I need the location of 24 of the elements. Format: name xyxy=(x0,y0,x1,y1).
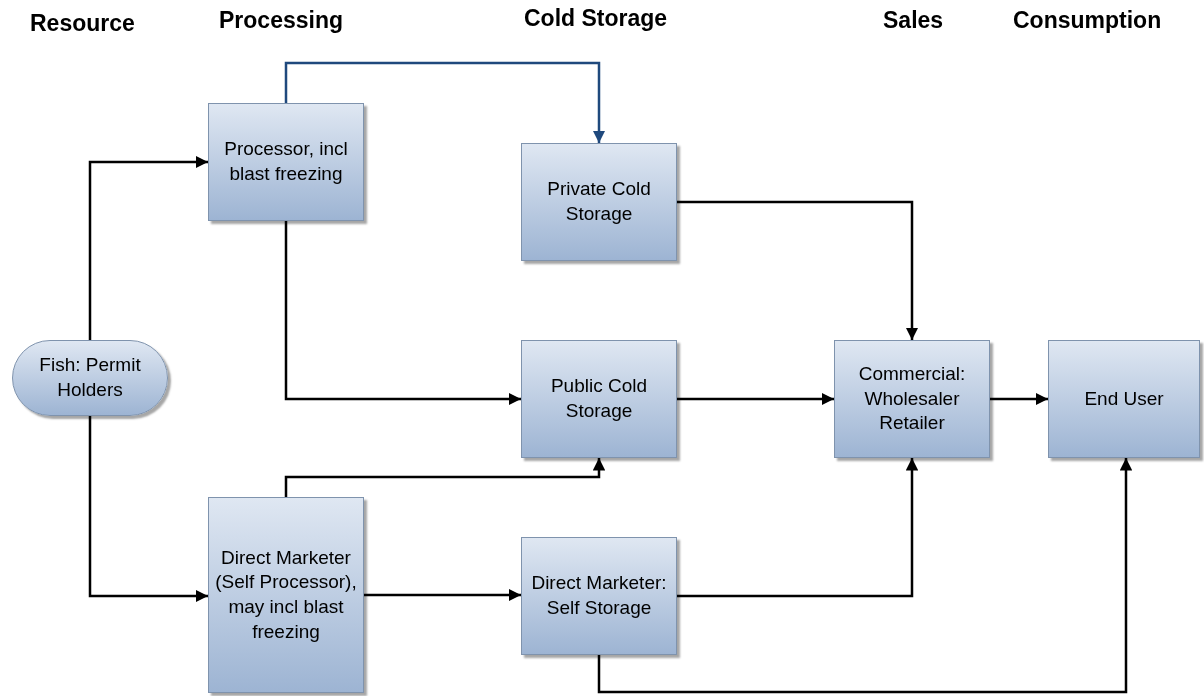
connector-arrow xyxy=(284,458,606,497)
process-box: Private Cold Storage xyxy=(521,143,677,261)
connector-arrow xyxy=(284,221,521,406)
column-heading: Sales xyxy=(883,7,944,34)
connector-arrow xyxy=(88,155,208,340)
connector-arrow xyxy=(677,458,919,598)
connector-arrow xyxy=(364,588,521,602)
column-heading: Cold Storage xyxy=(524,5,668,32)
process-box: Processor, incl blast freezing xyxy=(208,103,364,221)
process-box: End User xyxy=(1048,340,1200,458)
connector-arrow xyxy=(677,392,834,406)
connector-arrow xyxy=(284,61,606,143)
process-box: Direct Marketer (Self Processor), may incl blast freezing xyxy=(208,497,364,693)
process-box: Public Cold Storage xyxy=(521,340,677,458)
column-heading: Consumption xyxy=(1013,7,1162,34)
process-box: Commercial: Wholesaler Retailer xyxy=(834,340,990,458)
connector-arrow xyxy=(597,458,1133,694)
connector-arrow xyxy=(677,200,919,340)
connector-arrow xyxy=(88,416,208,603)
start-terminal: Fish: Permit Holders xyxy=(12,340,168,416)
column-heading: Resource xyxy=(30,10,135,37)
process-box: Direct Marketer: Self Storage xyxy=(521,537,677,655)
column-heading: Processing xyxy=(219,7,343,34)
connector-arrow xyxy=(990,392,1048,406)
